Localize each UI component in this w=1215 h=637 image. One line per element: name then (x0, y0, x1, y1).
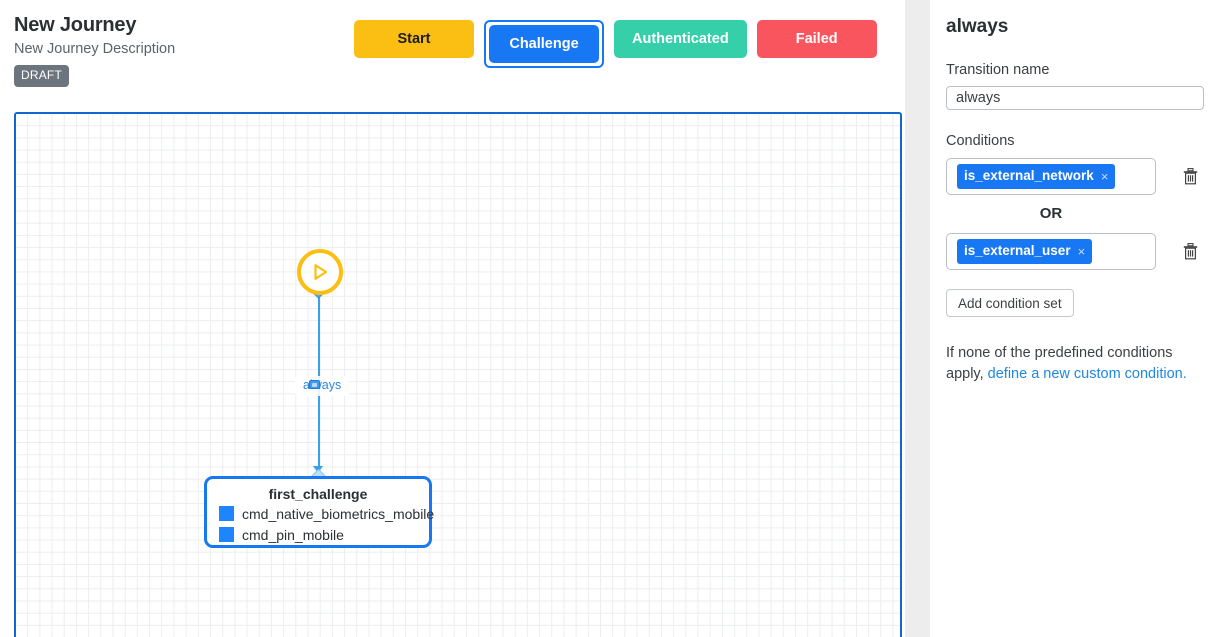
condition-set-row: is_external_user × (946, 233, 1199, 270)
condition-chip-label: is_external_user (964, 243, 1071, 258)
canvas-grid (16, 114, 900, 637)
page-description: New Journey Description (14, 41, 176, 57)
play-icon (314, 264, 328, 280)
condition-chip-label: is_external_network (964, 168, 1094, 183)
trash-icon (1183, 243, 1197, 260)
node-start[interactable] (297, 249, 343, 295)
node-title: first_challenge (268, 486, 368, 502)
delete-condition-set-1-button[interactable] (1179, 166, 1201, 188)
status-badge: DRAFT (14, 65, 69, 87)
delete-condition-set-2-button[interactable] (1179, 241, 1201, 263)
transition-name-label: Transition name (946, 62, 1050, 78)
transition-name-input[interactable] (946, 86, 1204, 110)
edge-label-always[interactable]: always (295, 376, 350, 396)
panel-title: always (946, 16, 1009, 37)
node-item-label: cmd_pin_mobile (242, 526, 344, 543)
panel-gutter (905, 0, 930, 637)
node-item[interactable]: cmd_native_biometrics_mobile (207, 503, 434, 524)
node-item-label: cmd_native_biometrics_mobile (242, 505, 435, 522)
state-button-start[interactable]: Start (354, 20, 474, 58)
close-icon[interactable]: × (1077, 243, 1086, 259)
condition-set-input-1[interactable]: is_external_network × (946, 158, 1156, 195)
state-button-wrap-failed: Failed (756, 20, 877, 58)
state-button-wrap-challenge: Challenge (484, 20, 604, 68)
main-area: New Journey New Journey Description DRAF… (0, 0, 905, 637)
edge-config-icon[interactable] (309, 380, 320, 389)
custom-condition-hint: If none of the predefined conditions app… (946, 343, 1194, 385)
header: New Journey New Journey Description DRAF… (0, 0, 905, 108)
node-item-swatch-icon (219, 527, 234, 542)
node-item[interactable]: cmd_pin_mobile (207, 524, 429, 545)
transition-details-panel: always Transition name Conditions is_ext… (930, 0, 1215, 637)
state-button-wrap-authenticated: Authenticated (614, 20, 747, 58)
start-node-circle (297, 249, 343, 295)
node-first-challenge[interactable]: first_challenge cmd_native_biometrics_mo… (204, 476, 434, 548)
or-separator-label: OR (1039, 205, 1063, 222)
flow-canvas[interactable]: always first_challenge cmd_native_biomet… (14, 112, 902, 637)
conditions-label: Conditions (946, 133, 1015, 149)
node-item-swatch-icon (219, 506, 234, 521)
page-title: New Journey (14, 14, 137, 36)
title-block: New Journey New Journey Description DRAF… (14, 12, 344, 87)
state-button-failed[interactable]: Failed (756, 20, 877, 58)
add-condition-set-button[interactable]: Add condition set (946, 289, 1074, 317)
condition-chip-2[interactable]: is_external_user × (957, 239, 1093, 264)
canvas-inner: always first_challenge cmd_native_biomet… (16, 114, 900, 637)
condition-set-input-2[interactable]: is_external_user × (946, 233, 1156, 270)
hint-prefix-text: If none of the predefined conditions app… (946, 345, 1173, 382)
condition-set-row: is_external_network × (946, 158, 1199, 195)
state-button-wrap-start: Start (354, 20, 474, 58)
state-button-challenge[interactable]: Challenge (489, 25, 599, 63)
trash-icon (1183, 168, 1197, 185)
close-icon[interactable]: × (1100, 168, 1109, 184)
condition-chip-1[interactable]: is_external_network × (957, 164, 1116, 189)
define-custom-condition-link[interactable]: define a new custom condition. (987, 366, 1187, 382)
state-button-authenticated[interactable]: Authenticated (614, 20, 747, 58)
state-button-group: Start Challenge Authenticated Failed (354, 20, 877, 68)
